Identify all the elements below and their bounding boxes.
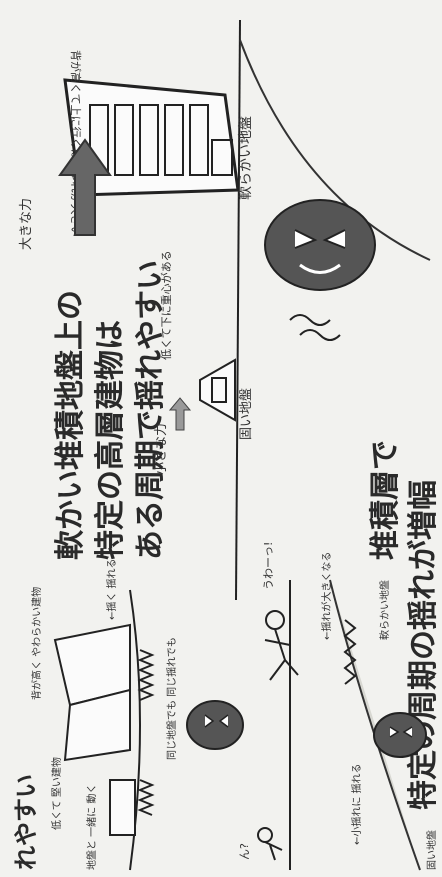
svg-text:同じ地盤でも 同じ揺れでも: 同じ地盤でも 同じ揺れでも	[165, 637, 178, 760]
bottom-caption: 堆積層で 特定の周期の揺れが増幅	[368, 440, 441, 810]
low-hard-building	[109, 779, 136, 836]
ground-line-right	[235, 19, 241, 601]
small-house	[199, 358, 236, 422]
person-small-shake	[257, 827, 283, 861]
low-hard-building-label: 低くて 堅い建物	[50, 757, 63, 830]
main-caption-line2: 特定の高層建物は	[93, 320, 128, 560]
large-force-arrow	[58, 138, 112, 236]
svg-text:←揺く 揺れる: ←揺く 揺れる	[106, 558, 118, 620]
small-force-arrow	[168, 397, 192, 431]
small-shake-label: ←小揺れに 揺れる	[351, 763, 363, 845]
hard-ground-label-bottom: 固い地盤	[425, 830, 438, 870]
svg-text:←小揺れに 揺れる: ←小揺れに 揺れる	[351, 763, 363, 845]
low-building-note: 低くて下に重心がある	[159, 250, 173, 360]
svg-text:うわーっ!: うわーっ!	[262, 542, 275, 590]
small-force-label: 小さな力	[154, 423, 169, 475]
soft-ground-label-right: 軟らかい地盤	[238, 116, 254, 200]
ground-motion-label: 地盤と 一緒に 動く	[85, 784, 98, 870]
svg-text:大きな力: 大きな力	[19, 198, 34, 250]
big-shake-label: ←揺れが大きくなる	[320, 552, 333, 640]
svg-text:固い地盤: 固い地盤	[239, 388, 254, 440]
svg-text:低くて 堅い建物: 低くて 堅い建物	[50, 757, 63, 830]
partial-caption-text: れやすい	[12, 774, 40, 870]
quake-monster-bottom	[373, 712, 427, 758]
main-caption-line1: 軟かい堆積地盤上の	[53, 290, 88, 560]
svg-text:軟らかい地盤: 軟らかい地盤	[238, 116, 254, 200]
person-big-shake	[264, 610, 299, 681]
small-shake-zigzag	[343, 619, 357, 685]
sway-note: ←揺く 揺れる	[106, 558, 118, 620]
bottom-caption-line1: 堆積層で	[368, 440, 403, 560]
svg-text:固い地盤: 固い地盤	[425, 830, 438, 870]
zigzag-top	[137, 649, 155, 701]
tall-soft-building-label: 背が高く やわらかい建物	[30, 587, 43, 700]
tall-soft-buildings	[53, 623, 131, 762]
svg-text:小さな力: 小さな力	[154, 423, 169, 475]
svg-text:軟らかい地盤: 軟らかい地盤	[378, 580, 391, 640]
soft-ground-curve	[239, 39, 431, 261]
soft-layer-area	[329, 579, 421, 871]
svg-text:背が高く やわらかい建物: 背が高く やわらかい建物	[30, 587, 43, 700]
soft-ground-label-bottom: 軟らかい地盤	[378, 580, 391, 640]
bottom-caption-line2: 特定の周期の揺れが増幅	[406, 480, 441, 810]
quake-monster-right	[264, 199, 376, 341]
zigzag-bottom	[137, 779, 155, 816]
exclaim-n: ん?	[238, 843, 251, 860]
exclaim-uwa: うわーっ!	[262, 542, 275, 590]
quake-monster-left	[186, 700, 244, 750]
svg-text:低くて下に重心がある: 低くて下に重心がある	[159, 250, 173, 360]
hard-ground-label-right: 固い地盤	[239, 388, 254, 440]
svg-text:←揺れが大きくなる: ←揺れが大きくなる	[320, 552, 333, 640]
svg-text:地盤と 一緒に 動く: 地盤と 一緒に 動く	[85, 784, 98, 870]
large-force-label: 大きな力	[19, 198, 34, 250]
main-caption-line3: ある周期で揺れやすい	[133, 260, 168, 560]
partial-caption: れやすい	[12, 774, 40, 870]
svg-text:ん?: ん?	[238, 843, 251, 860]
main-caption: 軟かい堆積地盤上の 特定の高層建物は ある周期で揺れやすい	[53, 260, 168, 560]
same-ground-label: 同じ地盤でも 同じ揺れでも	[165, 637, 178, 760]
